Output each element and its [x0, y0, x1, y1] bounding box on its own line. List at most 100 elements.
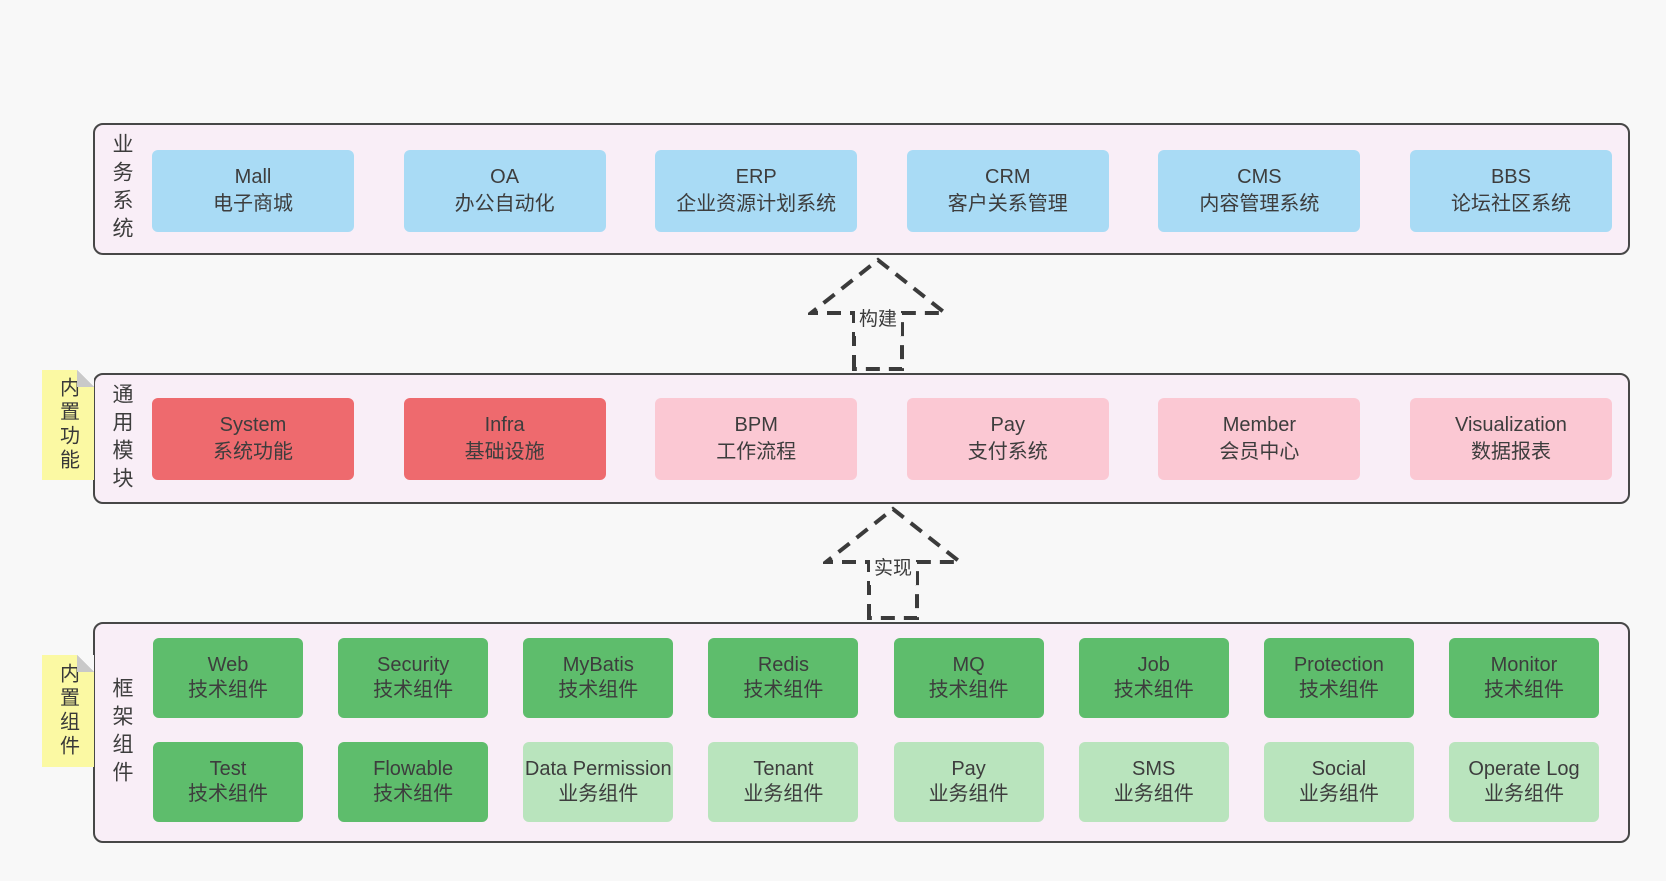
common-modules-layer: 内置功能 通用模块 System 系统功能 Infra 基础设施 BPM 工作流…: [42, 370, 1630, 504]
box-mybatis-en: MyBatis: [562, 654, 634, 676]
built-in-components-tag: 内置组件: [42, 655, 94, 767]
box-flowable: Flowable 技术组件: [338, 742, 489, 822]
built-in-features-tag: 内置功能: [42, 370, 94, 480]
component-row-1: Web 技术组件 Security 技术组件 MyBatis 技术组件 Redi…: [153, 638, 1599, 718]
framework-components-layer: 内置组件 框架组件 Web 技术组件 Security 技术组件 MyBatis…: [42, 622, 1630, 843]
box-sms-en: SMS: [1132, 758, 1176, 780]
box-social-en: Social: [1311, 758, 1367, 780]
box-infra: Infra 基础设施: [403, 398, 606, 480]
box-system-en: System: [219, 414, 287, 436]
box-member-zh: 会员中心: [1219, 441, 1300, 463]
box-web: Web 技术组件: [153, 638, 303, 718]
box-security: Security 技术组件: [338, 638, 489, 718]
components-layer-label: 框架组件: [110, 676, 133, 789]
box-operate-log: Operate Log 业务组件: [1448, 742, 1599, 822]
business-boxes: Mall 电子商城 OA 办公自动化 ERP 企业资源计划系统 CRM 客户关系…: [152, 150, 1612, 232]
box-redis-en: Redis: [757, 654, 809, 676]
box-redis: Redis 技术组件: [708, 638, 859, 718]
box-pay-module-zh: 支付系统: [967, 441, 1048, 463]
box-crm-en: CRM: [985, 166, 1031, 188]
box-oa: OA 办公自动化: [403, 150, 606, 232]
box-test-zh: 技术组件: [188, 783, 268, 805]
box-infra-zh: 基础设施: [464, 441, 545, 463]
box-mq-zh: 技术组件: [928, 679, 1009, 701]
box-mall-zh: 电子商城: [213, 193, 293, 215]
box-security-zh: 技术组件: [373, 679, 454, 701]
box-bpm: BPM 工作流程: [655, 398, 858, 480]
box-oa-zh: 办公自动化: [454, 193, 555, 215]
box-web-zh: 技术组件: [188, 679, 268, 701]
box-job-en: Job: [1137, 654, 1170, 676]
box-job-zh: 技术组件: [1113, 679, 1194, 701]
box-test-en: Test: [209, 758, 247, 780]
modules-layer-label: 通用模块: [110, 382, 133, 495]
box-protection-en: Protection: [1293, 654, 1384, 676]
box-mq-en: MQ: [952, 654, 985, 676]
box-monitor-zh: 技术组件: [1483, 679, 1564, 701]
box-data-permission: Data Permission 业务组件: [523, 742, 674, 822]
box-infra-en: Infra: [484, 414, 525, 436]
box-monitor-en: Monitor: [1490, 654, 1558, 676]
box-bpm-zh: 工作流程: [716, 441, 797, 463]
box-cms-zh: 内容管理系统: [1199, 193, 1320, 215]
box-mall-en: Mall: [234, 166, 272, 188]
box-erp-zh: 企业资源计划系统: [676, 193, 837, 215]
box-social-zh: 业务组件: [1298, 783, 1379, 805]
component-row-2: Test 技术组件 Flowable 技术组件 Data Permission …: [153, 742, 1599, 822]
box-visualization-en: Visualization: [1455, 414, 1567, 436]
box-protection: Protection 技术组件: [1263, 638, 1414, 718]
box-member-en: Member: [1222, 414, 1297, 436]
box-crm: CRM 客户关系管理: [906, 150, 1109, 232]
box-pay-component: Pay 业务组件: [893, 742, 1044, 822]
implement-arrow-icon: 实现: [823, 506, 963, 620]
component-boxes: Web 技术组件 Security 技术组件 MyBatis 技术组件 Redi…: [153, 638, 1599, 822]
box-erp-en: ERP: [735, 166, 777, 188]
box-data-permission-zh: 业务组件: [558, 783, 639, 805]
box-social: Social 业务组件: [1263, 742, 1414, 822]
box-security-en: Security: [377, 654, 450, 676]
box-monitor: Monitor 技术组件: [1448, 638, 1599, 718]
implement-arrow-label: 实现: [869, 548, 917, 585]
box-flowable-zh: 技术组件: [373, 783, 454, 805]
box-bbs-en: BBS: [1490, 166, 1531, 188]
box-cms: CMS 内容管理系统: [1158, 150, 1361, 232]
build-arrow-icon: 构建: [808, 257, 948, 371]
module-boxes: System 系统功能 Infra 基础设施 BPM 工作流程 Pay 支付系统…: [152, 398, 1612, 480]
business-layer-label: 业务系统: [110, 133, 133, 245]
box-tenant-en: Tenant: [753, 758, 814, 780]
box-pay-module: Pay 支付系统: [906, 398, 1109, 480]
built-in-components-tag-label: 内置组件: [56, 663, 79, 759]
box-erp: ERP 企业资源计划系统: [655, 150, 858, 232]
box-sms-zh: 业务组件: [1113, 783, 1194, 805]
box-pay-component-en: Pay: [951, 758, 986, 780]
box-operate-log-en: Operate Log: [1468, 758, 1580, 780]
box-crm-zh: 客户关系管理: [947, 193, 1068, 215]
box-operate-log-zh: 业务组件: [1483, 783, 1564, 805]
box-protection-zh: 技术组件: [1298, 679, 1379, 701]
box-bpm-en: BPM: [734, 414, 778, 436]
box-tenant-zh: 业务组件: [743, 783, 824, 805]
box-job: Job 技术组件: [1078, 638, 1229, 718]
box-pay-module-en: Pay: [990, 414, 1026, 436]
box-mybatis: MyBatis 技术组件: [523, 638, 674, 718]
box-test: Test 技术组件: [153, 742, 303, 822]
box-sms: SMS 业务组件: [1078, 742, 1229, 822]
box-visualization: Visualization 数据报表: [1409, 398, 1612, 480]
box-oa-en: OA: [490, 166, 520, 188]
box-visualization-zh: 数据报表: [1470, 441, 1551, 463]
box-system-zh: 系统功能: [213, 441, 293, 463]
box-mq: MQ 技术组件: [893, 638, 1044, 718]
box-system: System 系统功能: [152, 398, 354, 480]
built-in-features-tag-label: 内置功能: [56, 377, 79, 473]
box-data-permission-en: Data Permission: [524, 758, 672, 780]
box-member: Member 会员中心: [1158, 398, 1361, 480]
box-cms-en: CMS: [1237, 166, 1282, 188]
box-bbs-zh: 论坛社区系统: [1450, 193, 1571, 215]
box-web-en: Web: [207, 654, 249, 676]
box-mall: Mall 电子商城: [152, 150, 354, 232]
business-systems-layer: 业务系统 Mall 电子商城 OA 办公自动化 ERP 企业资源计划系统 CRM…: [93, 123, 1630, 255]
box-redis-zh: 技术组件: [743, 679, 824, 701]
box-mybatis-zh: 技术组件: [558, 679, 639, 701]
box-bbs: BBS 论坛社区系统: [1409, 150, 1612, 232]
box-tenant: Tenant 业务组件: [708, 742, 859, 822]
